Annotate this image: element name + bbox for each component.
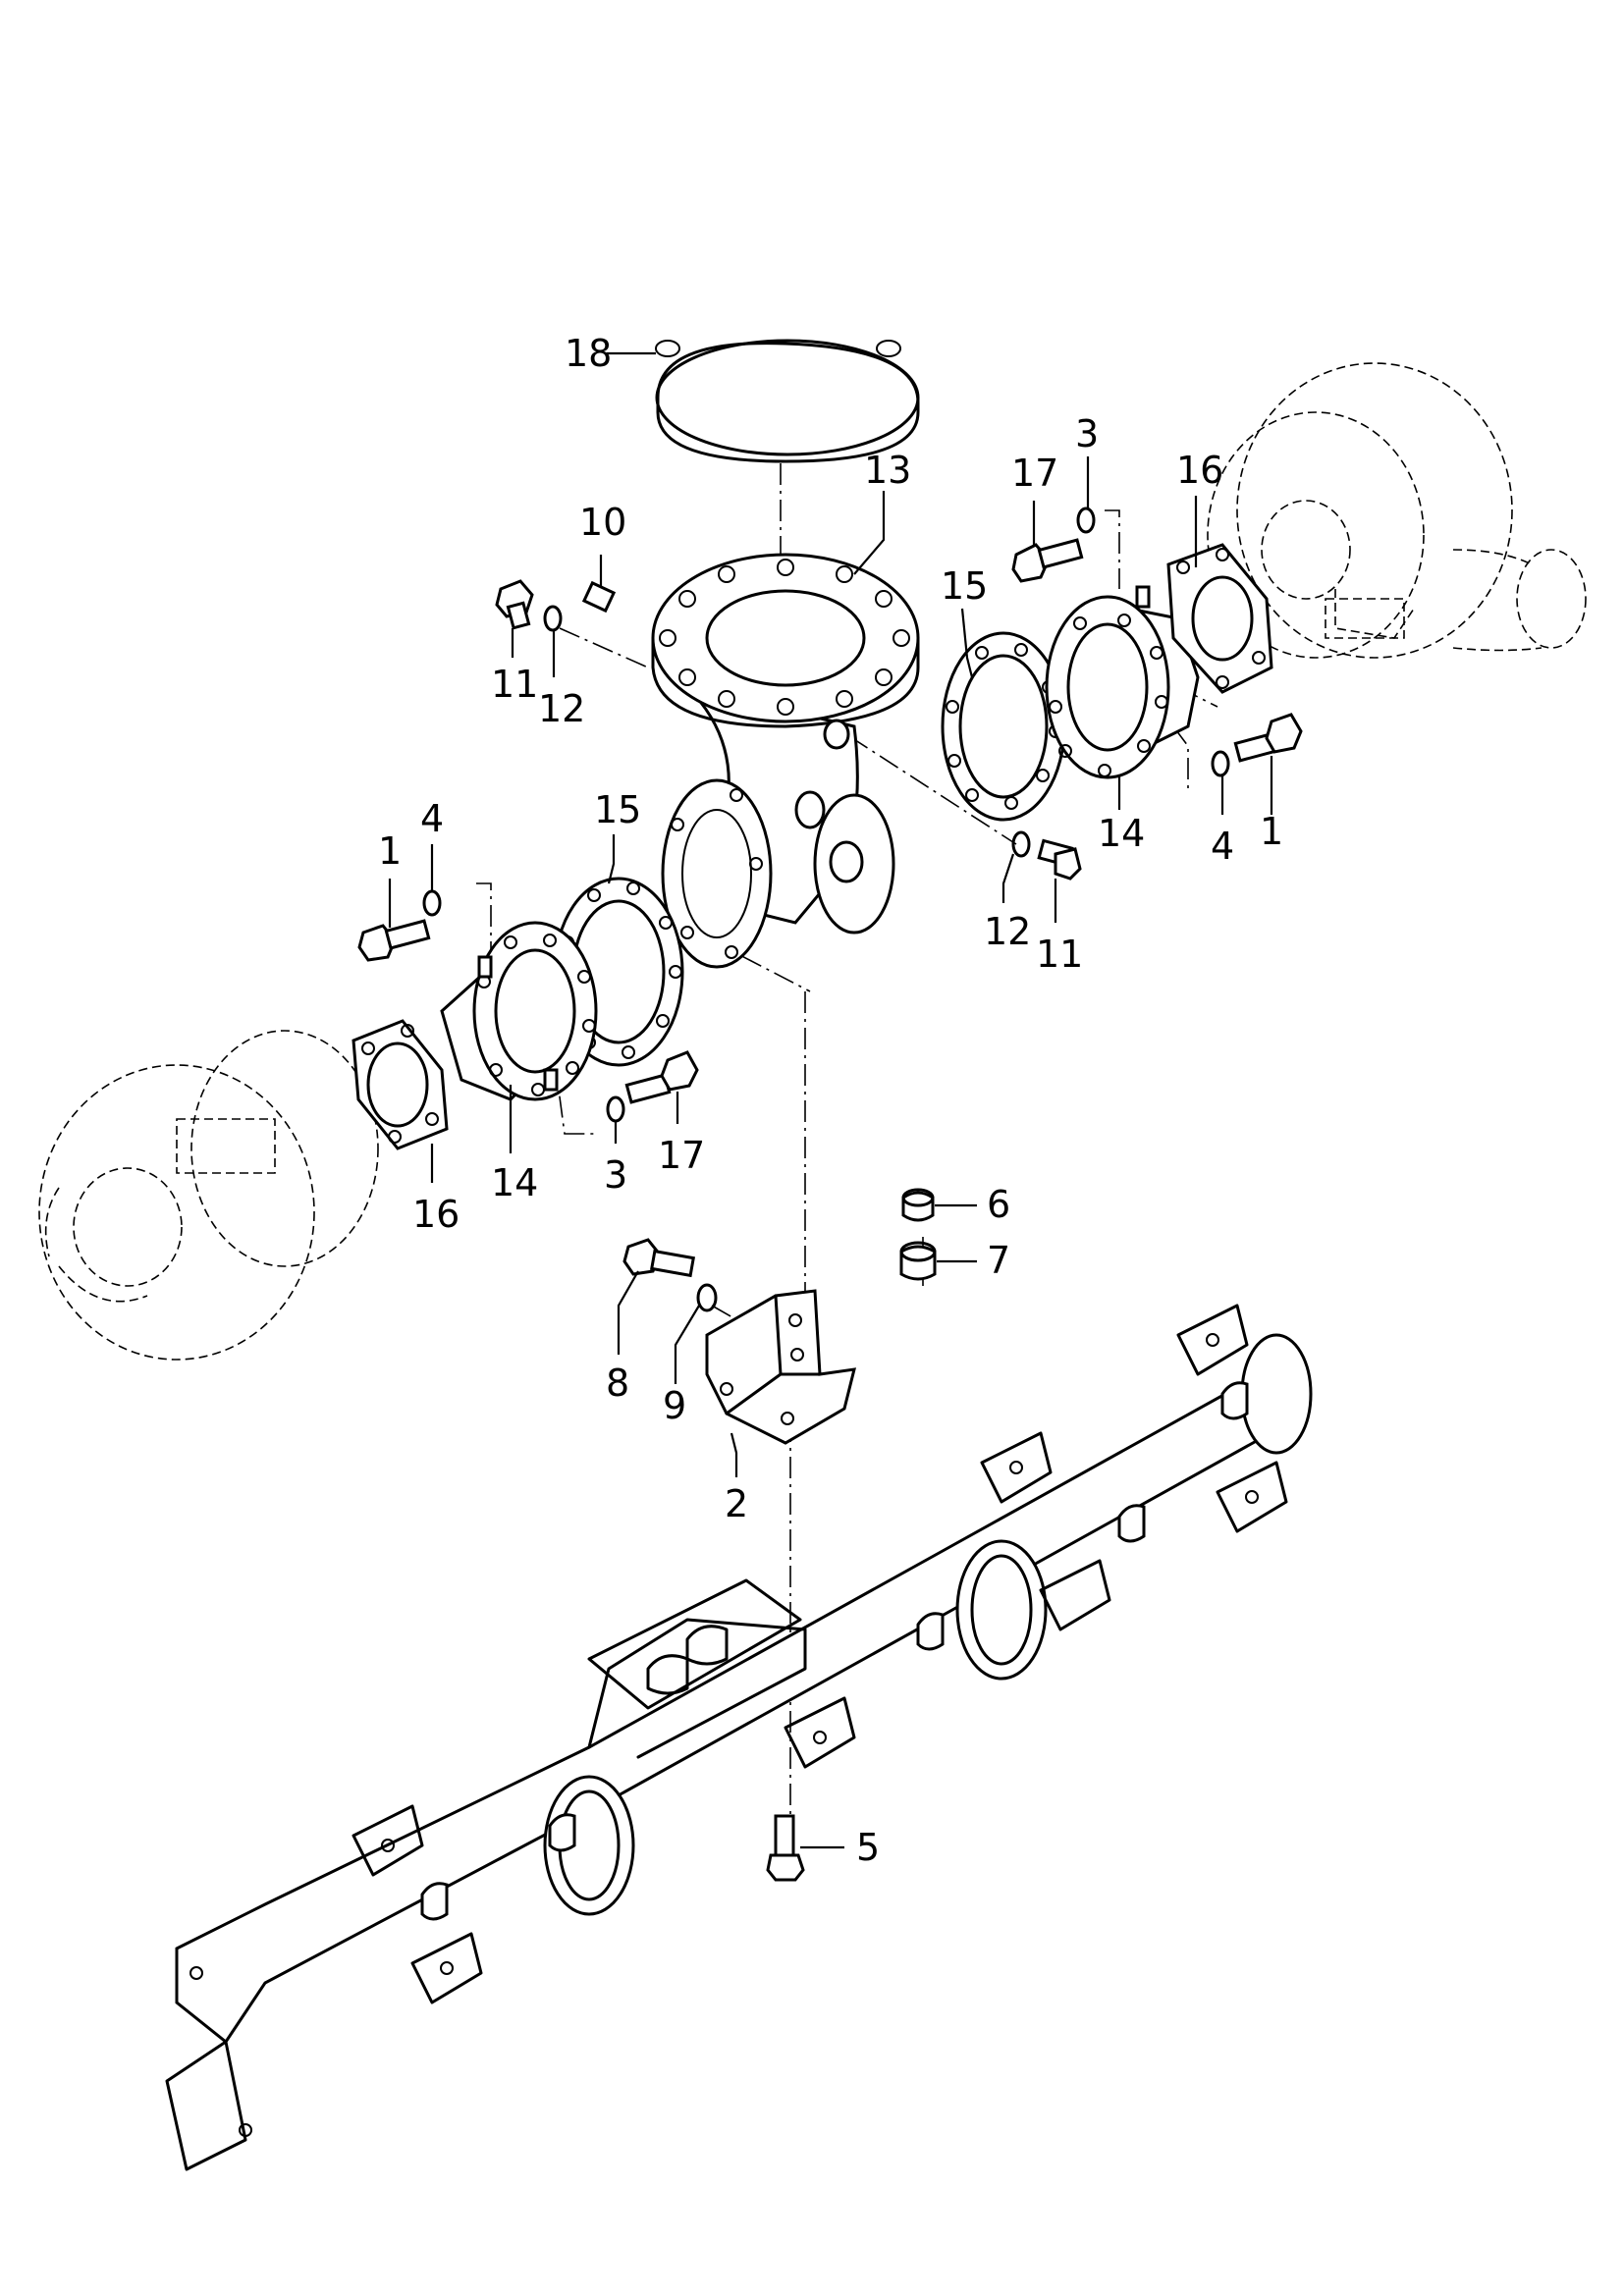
callout-11-lower: 11 xyxy=(1036,933,1083,976)
leader-lines xyxy=(388,351,1273,1849)
callout-4-right: 4 xyxy=(1211,825,1234,868)
stud-10 xyxy=(581,580,617,614)
callout-3-lower: 3 xyxy=(604,1153,627,1197)
callout-14-lower: 14 xyxy=(491,1161,538,1204)
washer-9 xyxy=(696,1283,718,1312)
y-elbow-pipe xyxy=(651,553,920,969)
bolt-17-lower xyxy=(624,1050,699,1104)
callout-5: 5 xyxy=(856,1826,880,1869)
callout-3-upper: 3 xyxy=(1075,412,1099,455)
callout-10: 10 xyxy=(579,501,626,544)
washer-3-lower xyxy=(606,1095,625,1123)
washer-4-right xyxy=(1211,750,1230,777)
bolt-8 xyxy=(622,1238,695,1278)
bolt-1-right xyxy=(1233,713,1303,763)
washer-12-upper xyxy=(543,605,563,632)
callout-15-upper: 15 xyxy=(941,564,988,608)
bolt-17-upper xyxy=(1011,538,1084,583)
washer-3-upper xyxy=(1076,507,1096,534)
callout-11-upper: 11 xyxy=(491,663,538,706)
adapter-flange-right xyxy=(1045,585,1200,779)
callout-9: 9 xyxy=(663,1384,686,1427)
gasket-ring-right xyxy=(941,631,1066,822)
bolt-1-left xyxy=(357,919,431,962)
callout-18: 18 xyxy=(565,332,612,375)
callout-15-lower: 15 xyxy=(594,788,641,831)
callout-1-left: 1 xyxy=(378,829,402,873)
callout-7: 7 xyxy=(987,1239,1010,1282)
washer-12-lower xyxy=(1011,830,1031,858)
callout-12-upper: 12 xyxy=(538,687,585,730)
gasket-plate-right xyxy=(1166,543,1273,694)
support-bracket xyxy=(705,1289,856,1445)
callout-2: 2 xyxy=(725,1482,748,1525)
callout-14-upper: 14 xyxy=(1098,812,1145,855)
callout-17-upper: 17 xyxy=(1011,452,1058,495)
gasket-plate-left xyxy=(352,1019,449,1150)
adapter-flange-left xyxy=(440,921,598,1101)
callout-17-lower: 17 xyxy=(658,1134,705,1177)
callout-8: 8 xyxy=(606,1362,629,1405)
callout-16-lower: 16 xyxy=(412,1193,460,1236)
callout-6: 6 xyxy=(987,1183,1010,1226)
turbocharger-right-ghost xyxy=(1207,362,1587,659)
bolt-11-upper xyxy=(495,579,534,630)
nut-7 xyxy=(899,1241,937,1281)
callout-4-left: 4 xyxy=(420,797,444,840)
turbocharger-left-ghost xyxy=(38,1030,379,1361)
callout-labels: 18 13 10 11 12 17 3 16 15 14 4 1 12 11 1… xyxy=(378,332,1283,1869)
exhaust-manifold xyxy=(165,1304,1313,2171)
bolt-5 xyxy=(766,1814,805,1882)
cover-plate xyxy=(655,339,920,463)
callout-13: 13 xyxy=(864,449,911,492)
nut-6 xyxy=(901,1188,935,1222)
callout-12-lower: 12 xyxy=(984,910,1031,953)
callout-16-upper: 16 xyxy=(1176,449,1223,492)
callout-1-right: 1 xyxy=(1260,810,1283,853)
washer-4-left xyxy=(422,889,442,917)
bolt-11-lower xyxy=(1037,838,1082,881)
